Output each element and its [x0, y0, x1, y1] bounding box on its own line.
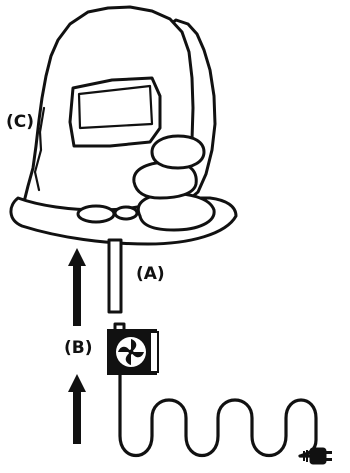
stone-bottom [136, 192, 216, 232]
electrical-plug [302, 447, 332, 465]
arrow-up-lower [68, 374, 86, 444]
water-pipe [107, 238, 123, 314]
rock-ridge-detail [33, 106, 46, 192]
fan-icon [118, 339, 144, 365]
label-b: (B) [64, 338, 93, 358]
arrow-up-upper [68, 248, 86, 326]
power-cord [118, 372, 318, 458]
pump-side-plate [149, 331, 159, 373]
stone-top [150, 134, 206, 170]
rock-window-inner [77, 84, 154, 130]
label-a: (A) [136, 264, 165, 284]
pebble-small [113, 205, 139, 221]
stone-middle [132, 160, 198, 200]
label-c: (C) [6, 112, 35, 132]
pebble-left [76, 204, 116, 224]
